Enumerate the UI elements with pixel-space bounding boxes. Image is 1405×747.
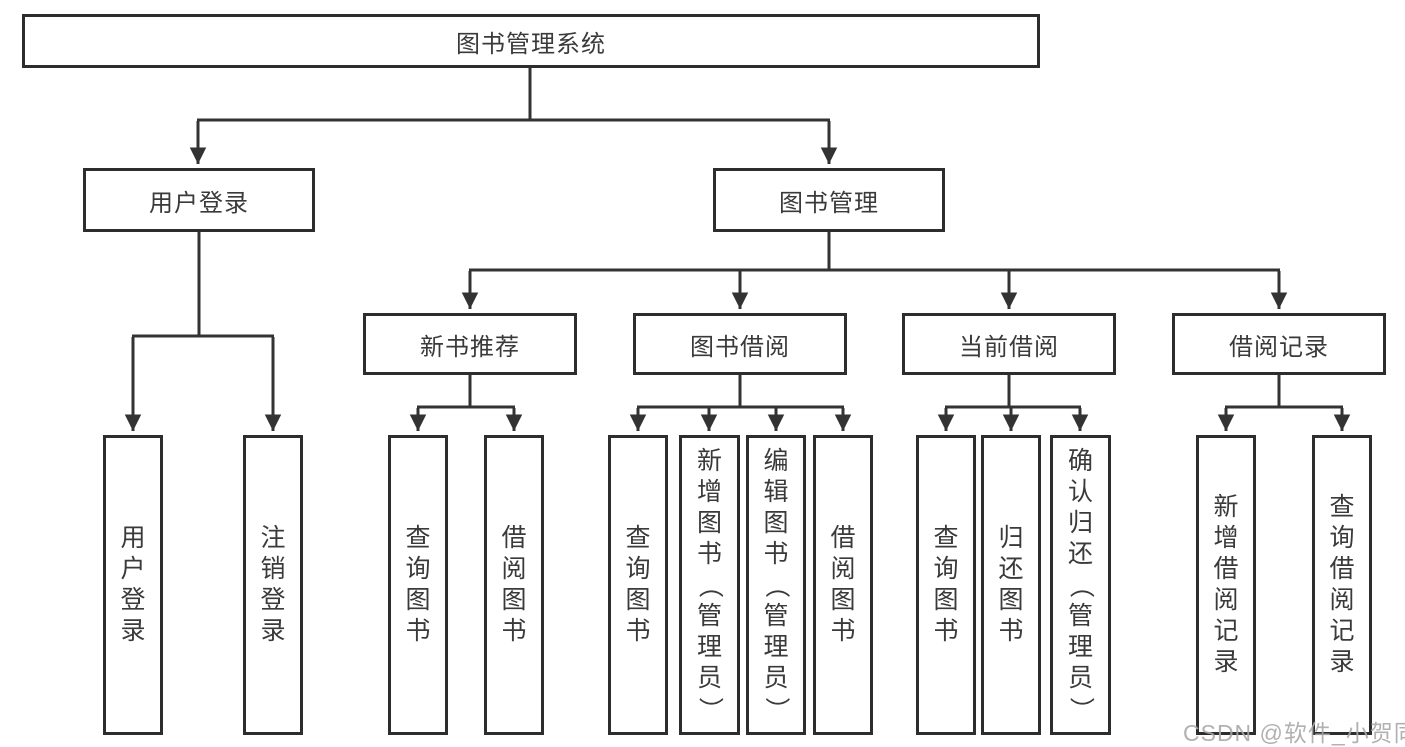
leaf-query-books-1: 查询图书: [388, 435, 448, 735]
node-library-management-system: 图书管理系统: [22, 14, 1040, 68]
node-user-login: 用户登录: [83, 168, 315, 232]
leaf-add-books-admin: 新增图书（管理员）: [679, 435, 740, 735]
leaf-user-login: 用户登录: [103, 435, 163, 735]
leaf-query-books-3: 查询图书: [916, 435, 976, 735]
node-new-book-recommend: 新书推荐: [363, 313, 577, 375]
node-current-borrowing: 当前借阅: [902, 313, 1116, 375]
leaf-add-borrow-record: 新增借阅记录: [1196, 435, 1256, 735]
leaf-query-books-2: 查询图书: [608, 435, 668, 735]
leaf-confirm-return-admin: 确认归还（管理员）: [1050, 435, 1111, 735]
node-borrowing-records: 借阅记录: [1172, 313, 1386, 375]
leaf-query-borrow-record: 查询借阅记录: [1312, 435, 1372, 735]
leaf-return-books: 归还图书: [981, 435, 1041, 735]
leaf-borrow-books-1: 借阅图书: [484, 435, 544, 735]
node-book-borrowing: 图书借阅: [633, 313, 847, 375]
node-book-management: 图书管理: [713, 168, 945, 232]
watermark-text: CSDN @软件_小贺同学: [1183, 720, 1405, 746]
leaf-edit-books-admin: 编辑图书（管理员）: [746, 435, 806, 735]
leaf-logout: 注销登录: [243, 435, 303, 735]
leaf-borrow-books-2: 借阅图书: [813, 435, 873, 735]
